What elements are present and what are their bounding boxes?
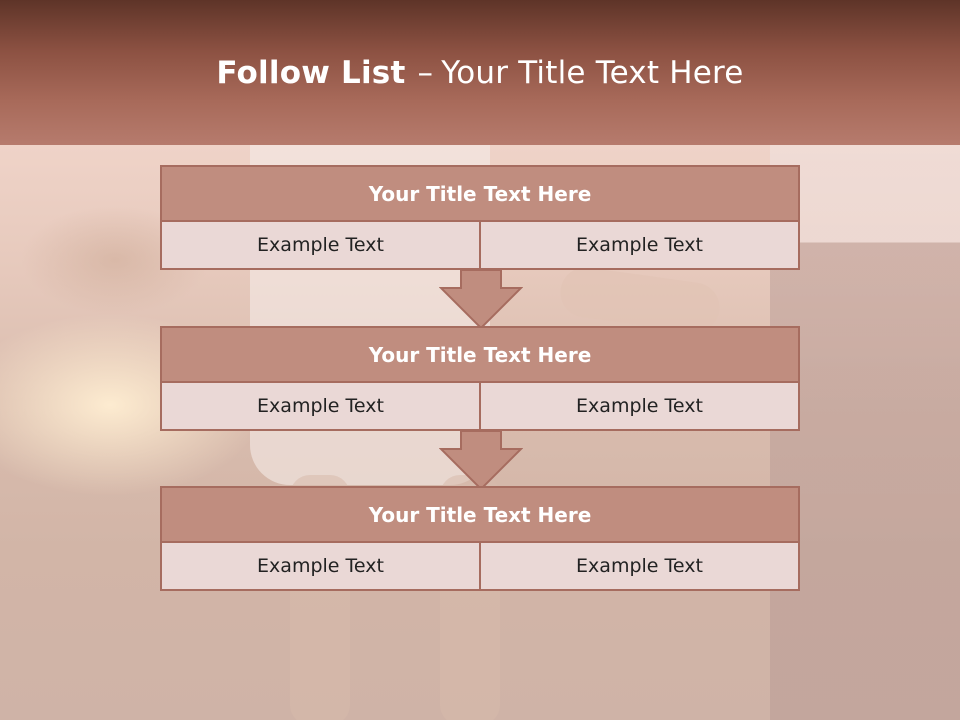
step-box-2: Your Title Text Here Example Text Exampl… [160, 326, 800, 431]
step-box-3: Your Title Text Here Example Text Exampl… [160, 486, 800, 591]
step-cell-left: Example Text [160, 220, 481, 270]
step-row: Example Text Example Text [160, 541, 800, 591]
step-box-1: Your Title Text Here Example Text Exampl… [160, 165, 800, 270]
step-title: Your Title Text Here [160, 165, 800, 222]
slide-title-dash: – [417, 55, 434, 91]
down-arrow-icon [439, 270, 523, 330]
step-cell-right: Example Text [479, 220, 800, 270]
background-man [770, 145, 960, 720]
step-row: Example Text Example Text [160, 381, 800, 431]
step-cell-left: Example Text [160, 381, 481, 431]
step-cell-left: Example Text [160, 541, 481, 591]
step-title: Your Title Text Here [160, 326, 800, 383]
step-title: Your Title Text Here [160, 486, 800, 543]
slide-title-rest: Your Title Text Here [441, 55, 744, 91]
step-cell-right: Example Text [479, 541, 800, 591]
step-row: Example Text Example Text [160, 220, 800, 270]
down-arrow-icon [439, 431, 523, 491]
slide-title: Follow List–Your Title Text Here [0, 55, 960, 91]
header-band: Follow List–Your Title Text Here [0, 0, 960, 145]
slide-title-bold: Follow List [216, 55, 406, 91]
step-cell-right: Example Text [479, 381, 800, 431]
